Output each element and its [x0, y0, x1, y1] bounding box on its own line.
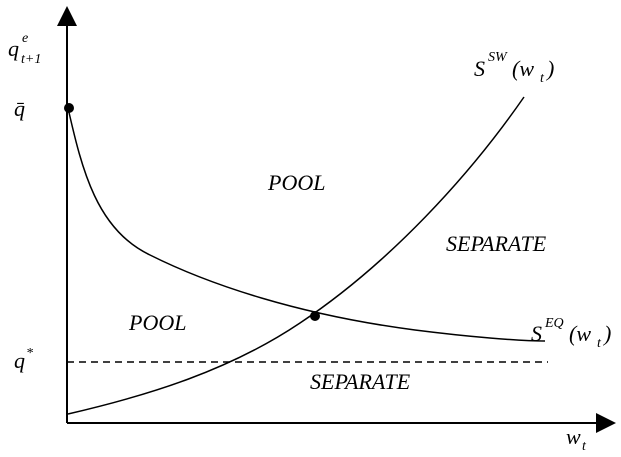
- svg-text:EQ: EQ: [544, 316, 564, 331]
- svg-text:e: e: [22, 31, 28, 46]
- svg-text:t+1: t+1: [21, 52, 41, 67]
- intersection-point: [310, 311, 320, 321]
- q-star-label: q *: [14, 346, 33, 373]
- svg-text:): ): [545, 56, 554, 81]
- svg-text:t: t: [597, 336, 602, 351]
- svg-text:): ): [602, 321, 611, 346]
- region-pool-left: POOL: [128, 310, 186, 335]
- svg-text:*: *: [26, 346, 33, 361]
- svg-text:S: S: [474, 56, 485, 81]
- s-sw-label: S SW (w t ): [474, 50, 554, 86]
- svg-text:SW: SW: [488, 50, 508, 65]
- svg-text:q: q: [14, 348, 25, 373]
- svg-text:w: w: [566, 424, 581, 449]
- region-separate-right: SEPARATE: [446, 231, 547, 256]
- svg-text:(w: (w: [569, 321, 591, 346]
- region-separate-lower: SEPARATE: [310, 369, 411, 394]
- svg-text:(w: (w: [512, 56, 534, 81]
- q-bar-label: q̄: [14, 96, 25, 121]
- svg-text:t: t: [582, 439, 587, 454]
- q-bar-point: [64, 103, 74, 113]
- y-axis-label: q e t+1: [8, 31, 41, 67]
- svg-text:q: q: [8, 36, 19, 61]
- x-axis-label: w t: [566, 424, 587, 454]
- s-eq-label: S EQ (w t ): [531, 316, 611, 351]
- svg-text:t: t: [540, 71, 545, 86]
- region-pool-upper: POOL: [267, 170, 325, 195]
- svg-text:S: S: [531, 321, 542, 346]
- s-eq-curve: [67, 107, 546, 342]
- s-sw-curve: [67, 96, 525, 415]
